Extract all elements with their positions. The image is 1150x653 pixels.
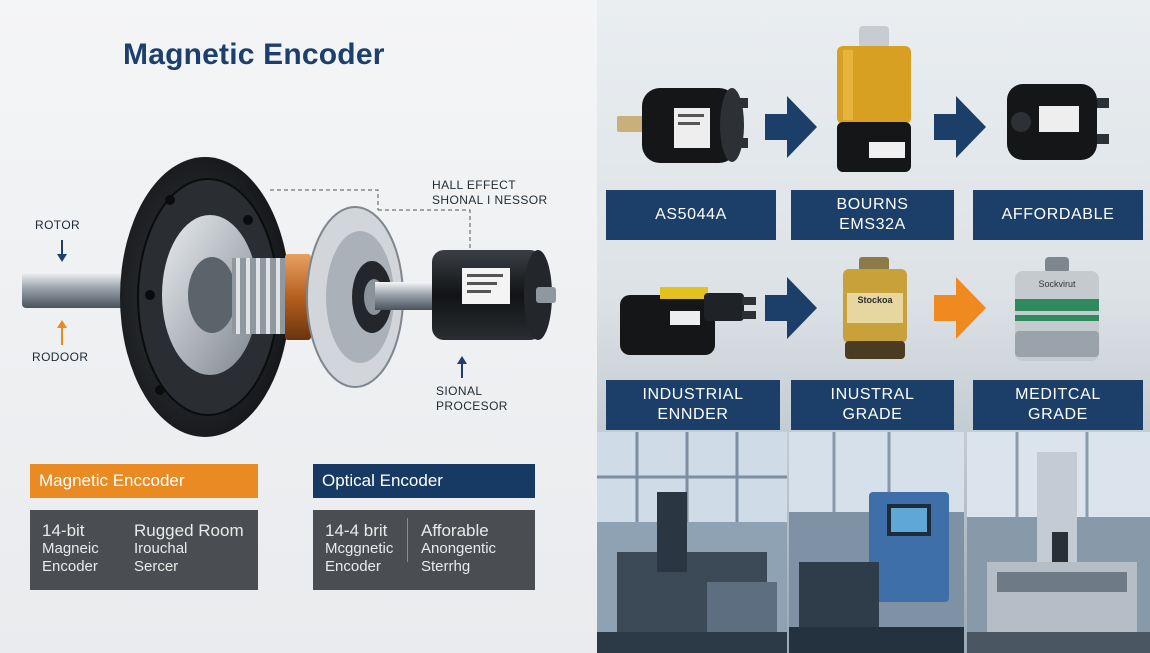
optical-encoder-specs: 14-4 brit Mcggnetic Encoder Afforable An… — [313, 510, 535, 590]
spec-line: Anongentic — [421, 540, 497, 557]
rotor-label: ROTOR — [35, 218, 81, 232]
divider — [407, 518, 408, 562]
factory-photo-2 — [789, 432, 964, 653]
rodoor-label: RODOOR — [32, 350, 89, 364]
right-arrow-icon — [765, 277, 817, 339]
magnetic-col1: 14-bit Magneic Encoder — [42, 522, 99, 576]
encoder-exploded-diagram — [22, 157, 556, 437]
sensor-label: HALL EFFECT SHONAL I NESSOR — [432, 178, 548, 207]
magnetic-encoder-header: Magnetic Enccoder — [30, 464, 258, 498]
product-medical-grade-image: Sockvirut — [1015, 257, 1099, 361]
product-label-industrial-encoder: INDUSTRIAL ENNDER — [606, 380, 780, 430]
product-industrial-encoder-image — [620, 287, 756, 355]
optical-col2: Afforable Anongentic Sterrhg — [421, 522, 496, 576]
optical-encoder-header: Optical Encoder — [313, 464, 535, 498]
spec-line: Mcggnetic — [325, 540, 394, 557]
product-industrial-grade-image: Stockoa — [843, 257, 907, 359]
spec-line: Irouchal — [134, 540, 188, 557]
product-affordable-image — [1007, 84, 1109, 160]
spec-line: Encoder — [325, 558, 381, 575]
product-label-medical-grade: MEDITCAL GRADE — [973, 380, 1143, 430]
factory-photo-1 — [597, 432, 787, 653]
left-panel: Magnetic Encoder — [0, 0, 597, 653]
right-arrow-orange-icon — [934, 277, 986, 339]
optical-col1: 14-4 brit Mcggnetic Encoder — [325, 522, 393, 576]
factory-photo-3 — [967, 432, 1150, 653]
spec-line: Magneic — [42, 540, 99, 557]
spec-line: 14-bit — [42, 521, 85, 540]
product-label-ems32a: BOURNS EMS32A — [791, 190, 954, 240]
product-label-industrial-grade: INUSTRAL GRADE — [791, 380, 954, 430]
product-as5044a-image — [617, 88, 748, 163]
spec-line: Encoder — [42, 558, 98, 575]
product-ems32a-image — [837, 26, 911, 172]
right-arrow-icon — [765, 96, 817, 158]
product-imprint: Sockvirut — [1038, 279, 1076, 289]
right-panel: AS5044A BOURNS EMS32A AFFORDABLE Stockoa… — [597, 0, 1150, 653]
page-title: Magnetic Encoder — [123, 38, 385, 71]
spec-line: 14-4 brit — [325, 521, 388, 540]
processor-label: SIONAL PROCESOR — [436, 384, 508, 413]
product-imprint: Stockoa — [857, 295, 893, 305]
product-label-as5044a: AS5044A — [606, 190, 776, 240]
spec-line: Afforable — [421, 521, 489, 540]
spec-line: Sercer — [134, 558, 179, 575]
spec-line: Rugged Room — [134, 521, 244, 540]
magnetic-encoder-specs: 14-bit Magneic Encoder Rugged Room Irouc… — [30, 510, 258, 590]
product-label-affordable: AFFORDABLE — [973, 190, 1143, 240]
spec-line: Sterrhg — [421, 558, 471, 575]
right-arrow-icon — [934, 96, 986, 158]
magnetic-col2: Rugged Room Irouchal Sercer — [134, 522, 244, 576]
